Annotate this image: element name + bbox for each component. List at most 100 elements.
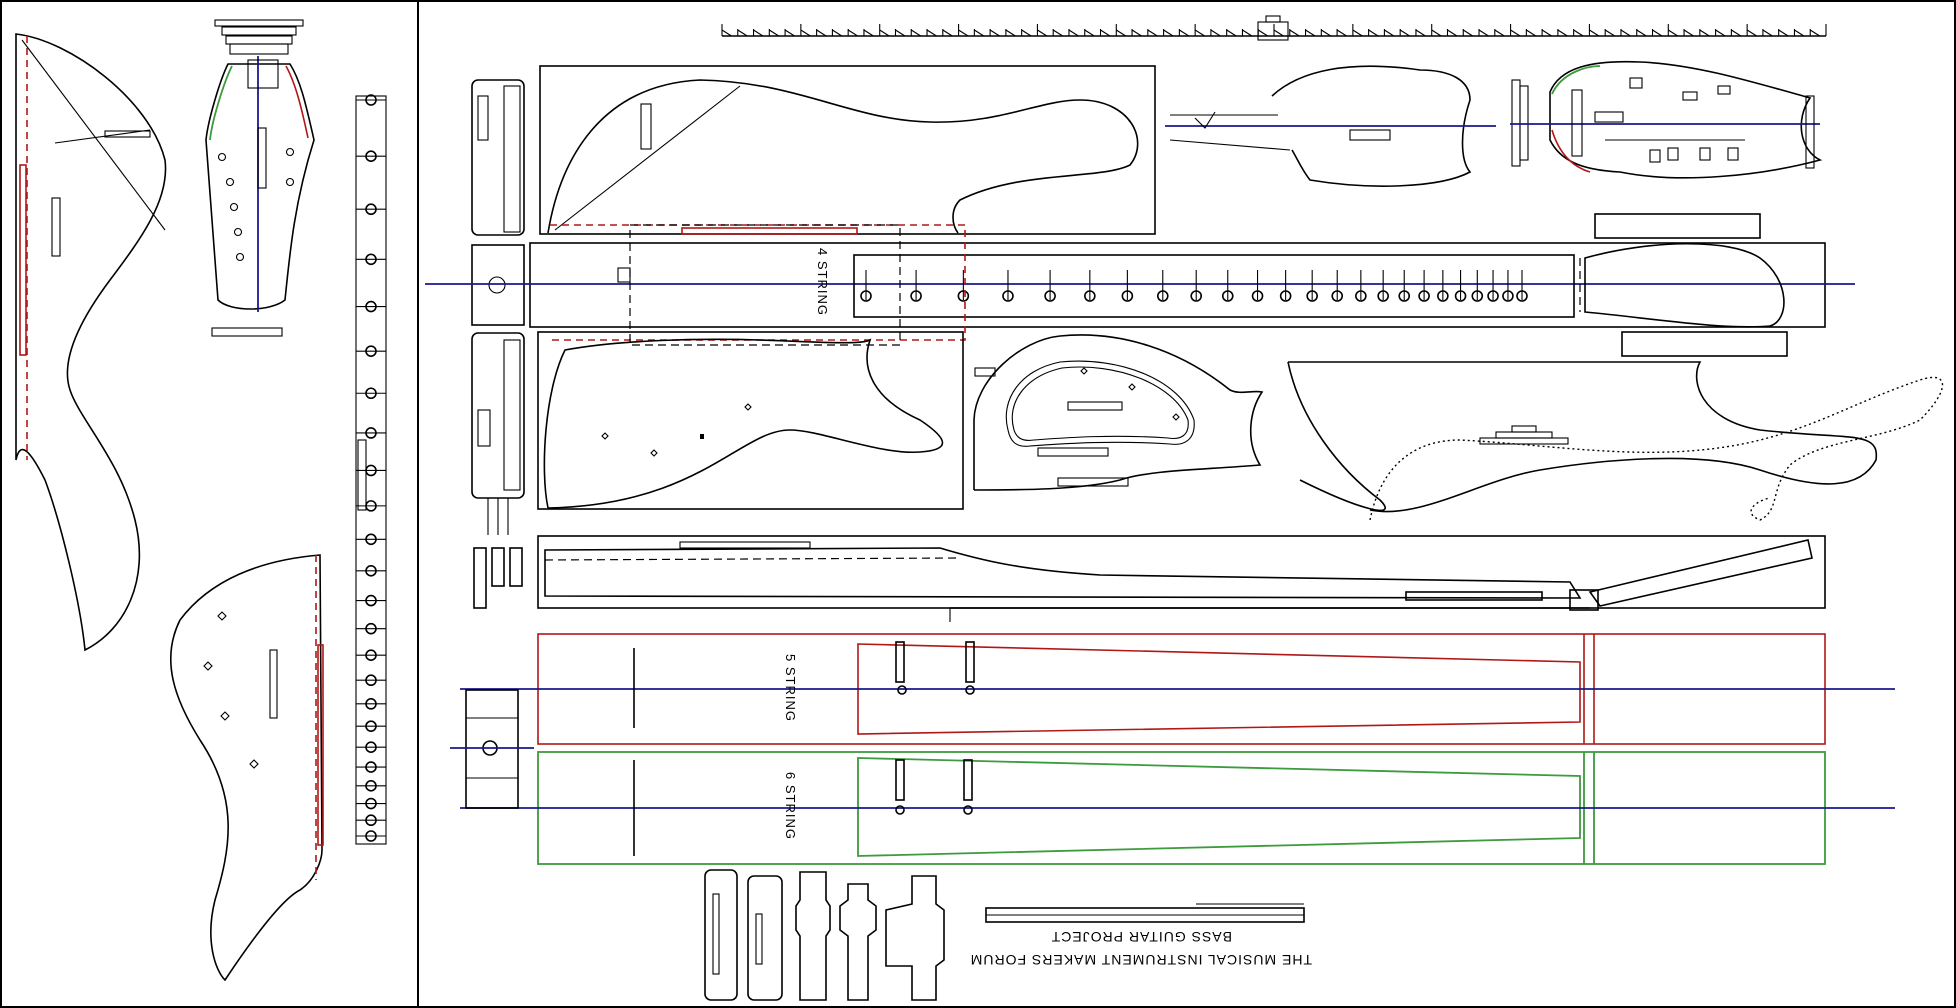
fret-marker [1355, 290, 1367, 302]
ruler-hatch [1699, 29, 1710, 37]
fret-marker [910, 290, 922, 302]
body-top-diagonal [554, 85, 741, 231]
fret-marker [1454, 290, 1467, 302]
ruler-hatch [1604, 29, 1615, 37]
body-top-box [539, 65, 1156, 235]
neck-5-pin-2 [965, 685, 975, 695]
ruler-hatch [1447, 29, 1458, 37]
body-back-hole-2 [650, 449, 658, 457]
label-6-string: 6 STRING [783, 772, 798, 840]
side-view-top-slot [477, 95, 489, 141]
ruler-hatch [1289, 29, 1300, 37]
fret-marker [1044, 290, 1056, 302]
neck-side-dashed [544, 557, 961, 561]
column-fret-marker [365, 741, 377, 754]
fret-marker [1487, 290, 1499, 302]
ruler-hatch [1131, 29, 1142, 37]
ruler-hatch [1084, 29, 1095, 37]
column-fret-marker [365, 533, 377, 546]
headstock-front-view [205, 19, 315, 337]
ruler-hatch [974, 29, 985, 37]
neck-side-block [679, 541, 811, 549]
column-fret-marker [365, 780, 377, 792]
body-angle-rect [104, 130, 151, 138]
column-fret-marker [365, 720, 377, 732]
ruler-hatch [1163, 29, 1174, 37]
ruler-hatch [895, 29, 906, 37]
lower-body-hole-4 [249, 759, 259, 769]
pickup-rout-left [19, 164, 27, 356]
ruler-hatch [1683, 29, 1694, 37]
neck-4-headstock-pad-2 [1621, 331, 1788, 357]
body-top-pickup [640, 103, 652, 150]
column-fret-marker [365, 345, 377, 357]
side-view-mid-b-inner [503, 339, 521, 491]
ruler-hatch [1336, 29, 1347, 37]
column-fret-marker [365, 622, 377, 635]
lower-body-hole-1 [217, 611, 227, 621]
neck-6-pin-1 [895, 805, 905, 815]
pickguard [973, 334, 1264, 491]
neck-6-taper [857, 757, 1581, 857]
neck-5-taper [857, 643, 1581, 735]
ruler-hatch [1589, 29, 1600, 37]
ruler-hatch [832, 29, 843, 37]
neck-side-nut [1569, 589, 1599, 611]
ruler-hatch [1210, 29, 1221, 37]
lower-body-slot [269, 649, 278, 719]
top-ruler [721, 15, 1827, 41]
column-fret-marker [365, 150, 377, 162]
ruler-hatch [1794, 29, 1805, 37]
side-view-small-c [509, 547, 523, 587]
ruler-hatch [1352, 29, 1363, 37]
neck-6-pin-2 [963, 805, 973, 815]
right-panel: 4 STRING [425, 15, 1944, 1001]
column-fret-marker [365, 649, 377, 662]
side-view-mid-hole [488, 276, 506, 294]
column-block [357, 439, 367, 511]
fret-marker [1471, 290, 1484, 302]
neck-6-saddle-1 [895, 759, 905, 801]
neck-side-truss [1405, 591, 1543, 601]
ruler-hatch [1478, 29, 1489, 37]
lower-body-half [169, 554, 323, 982]
body-top-outline [547, 79, 1139, 234]
ruler-hatch [879, 29, 890, 37]
forum-name-text: THE MUSICAL INSTRUMENT MAKERS FORUM [970, 952, 1312, 968]
ruler-hatch [1305, 29, 1316, 37]
ruler-hatch [1005, 29, 1016, 37]
ruler-hatch [784, 29, 795, 37]
fret-marker [1331, 290, 1344, 302]
ruler-hatch [800, 29, 811, 37]
fret-scale-column [355, 94, 387, 845]
neck-side-profile [544, 547, 1582, 599]
ruler-hatch [1100, 29, 1111, 37]
ruler-hatch [989, 29, 1000, 37]
ruler-hatch [910, 29, 922, 37]
ruler-hatch [1147, 29, 1158, 37]
ruler-hatch [1384, 29, 1395, 37]
column-fret-marker [365, 830, 377, 842]
fret-marker [1502, 290, 1514, 302]
fret-marker [1190, 290, 1203, 302]
ruler-hatch [958, 29, 969, 37]
ruler-hatch [1731, 29, 1742, 37]
neck-4-string-box [529, 242, 1826, 328]
ruler-hatch [1021, 29, 1032, 37]
side-view-mid-b [471, 332, 525, 499]
side-view-small-a [473, 547, 487, 609]
ruler-hatch [1746, 29, 1757, 37]
ruler-hatch [1115, 29, 1127, 37]
lower-body-rout [317, 644, 324, 846]
column-fret-marker [365, 387, 377, 400]
neck-4-pocket-inner [681, 227, 858, 235]
neck-5-saddle-2 [965, 641, 975, 683]
ruler-hatch [1636, 29, 1647, 37]
ruler-hatch [1557, 29, 1568, 37]
ruler-hatch [1399, 29, 1410, 37]
column-fret-marker [365, 300, 377, 313]
ruler-hatch [1273, 29, 1284, 37]
left-panel [15, 19, 387, 982]
ruler-hatch [1242, 29, 1253, 37]
